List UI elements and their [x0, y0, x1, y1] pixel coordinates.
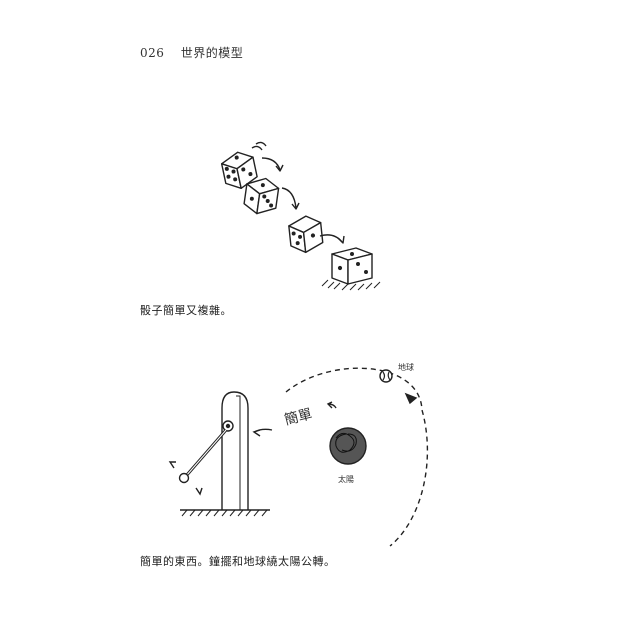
chapter-title: 世界的模型	[180, 46, 244, 60]
die-2	[243, 177, 280, 215]
earth-orbit-path	[285, 367, 429, 547]
die-1	[220, 151, 258, 190]
die-4	[331, 247, 373, 285]
page-number: 026	[140, 46, 165, 60]
label-simple: 簡單	[283, 406, 314, 428]
die-3	[288, 215, 324, 254]
page-header: 026 世界的模型	[140, 44, 243, 61]
label-earth: 地球	[398, 362, 414, 372]
pendulum-bob	[178, 472, 190, 484]
pendulum-frame	[221, 391, 249, 510]
pendulum-orbit-illustration: 地球 太陽 簡單	[168, 362, 429, 547]
ground-hatch	[321, 279, 381, 291]
earth	[379, 369, 393, 383]
dice-illustration	[220, 141, 381, 291]
sun	[329, 427, 367, 465]
figure1-caption: 骰子簡單又複雜。	[140, 304, 232, 317]
figure2-caption: 簡單的東西。鐘擺和地球繞太陽公轉。	[140, 555, 336, 568]
label-sun: 太陽	[338, 474, 354, 484]
